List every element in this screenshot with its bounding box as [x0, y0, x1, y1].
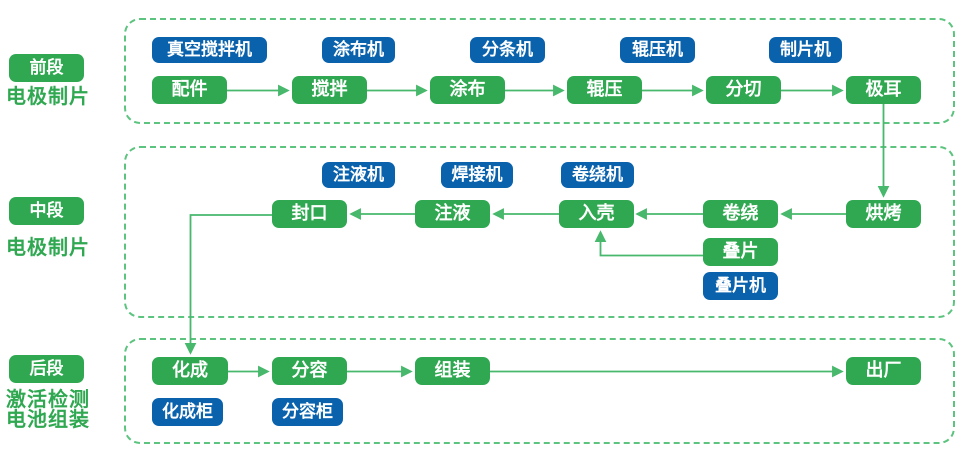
equipment-vacuum-mixer: 真空搅拌机 [152, 37, 267, 63]
equipment-winding-machine: 卷绕机 [561, 162, 634, 188]
process-sealing: 封口 [272, 200, 347, 228]
equipment-slitter: 分条机 [470, 37, 545, 63]
process-rolling: 辊压 [567, 76, 642, 104]
process-mixing: 搅拌 [292, 76, 367, 104]
stage-badge-middle: 中段 [9, 197, 84, 225]
middle-stage-container [124, 146, 955, 318]
stage-badge-back: 后段 [9, 355, 84, 383]
equipment-grading-cabinet: 分容柜 [272, 398, 343, 426]
process-stacking: 叠片 [703, 238, 778, 266]
process-filling: 注液 [415, 200, 490, 228]
stage-subtitle-back-line2: 电池组装 [6, 407, 90, 431]
process-shipping: 出厂 [846, 357, 921, 385]
equipment-sheet-maker: 制片机 [769, 37, 842, 63]
stage-subtitle-back-line1: 激活检测 [6, 387, 90, 411]
process-formation: 化成 [152, 357, 228, 385]
front-stage-container [124, 18, 955, 124]
process-grading: 分容 [272, 357, 347, 385]
process-coating: 涂布 [430, 76, 505, 104]
process-baking: 烘烤 [846, 200, 921, 228]
stage-badge-front: 前段 [9, 54, 84, 82]
process-parts: 配件 [152, 76, 227, 104]
stage-subtitle-middle: 电极制片 [6, 235, 90, 259]
process-assembly: 组装 [415, 357, 490, 385]
process-casing: 入壳 [559, 200, 634, 228]
equipment-filling-machine: 注液机 [322, 162, 395, 188]
equipment-welding-machine: 焊接机 [441, 162, 513, 188]
process-winding: 卷绕 [703, 200, 778, 228]
equipment-stacking-machine: 叠片机 [703, 272, 778, 300]
stage-subtitle-front: 电极制片 [6, 84, 90, 108]
equipment-coater: 涂布机 [322, 37, 395, 63]
equipment-formation-cabinet: 化成柜 [152, 398, 223, 426]
process-slitting: 分切 [706, 76, 781, 104]
equipment-roller-press: 辊压机 [620, 37, 695, 63]
back-stage-container [124, 338, 955, 444]
process-tab: 极耳 [846, 76, 921, 104]
